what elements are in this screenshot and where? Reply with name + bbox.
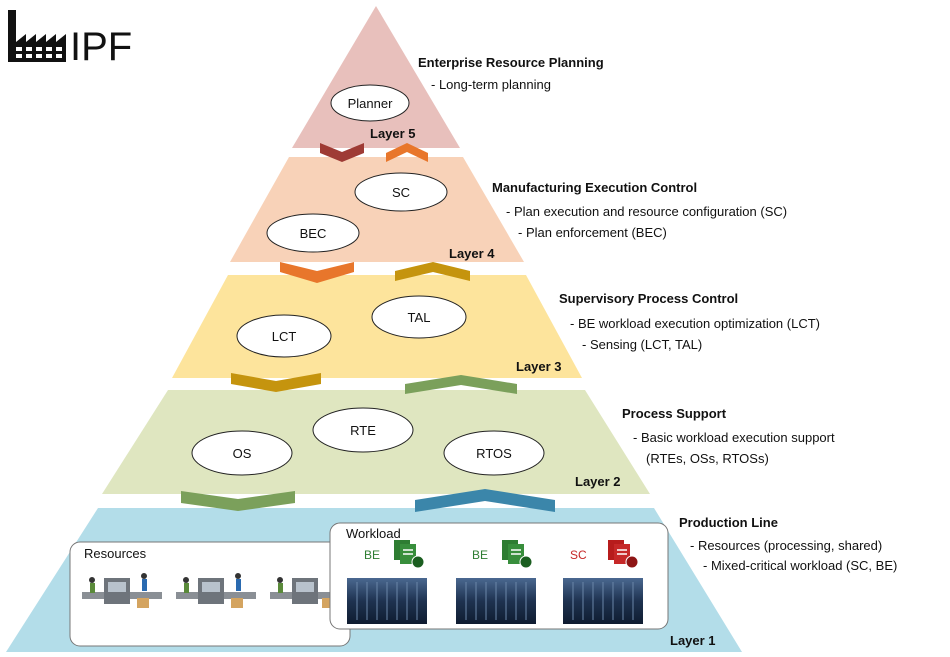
task-documents-icon [608, 540, 639, 569]
workload-tag: SC [570, 548, 587, 562]
svg-text:- BE workload execution optimi: - BE workload execution optimization (LC… [570, 316, 820, 331]
layer2-description: Process Support - Basic workload executi… [622, 406, 835, 466]
node-lct[interactable]: LCT [236, 314, 332, 358]
svg-text:Production Line: Production Line [679, 515, 778, 530]
svg-text:RTE: RTE [350, 423, 376, 438]
svg-text:- Basic workload execution sup: - Basic workload execution support [633, 430, 835, 445]
chevron-up-icon [405, 375, 517, 394]
svg-text:LCT: LCT [272, 329, 297, 344]
svg-text:- Sensing (LCT, TAL): - Sensing (LCT, TAL) [582, 337, 702, 352]
svg-text:Supervisory Process Control: Supervisory Process Control [559, 291, 738, 306]
svg-text:- Plan enforcement (BEC): - Plan enforcement (BEC) [518, 225, 667, 240]
layer2-label: Layer 2 [575, 474, 621, 489]
node-planner[interactable]: Planner [330, 84, 410, 122]
resources-box: Resources [69, 541, 351, 647]
assembly-line-icon [82, 573, 162, 608]
svg-text:(RTEs, OSs, RTOSs): (RTEs, OSs, RTOSs) [646, 451, 769, 466]
shipping-container-icon [456, 578, 536, 624]
svg-text:Resources: Resources [84, 546, 147, 561]
chevron-up-icon [415, 489, 555, 512]
svg-text:- Long-term planning: - Long-term planning [431, 77, 551, 92]
assembly-line-icon [176, 573, 256, 608]
svg-text:Enterprise Resource Planning: Enterprise Resource Planning [418, 55, 604, 70]
svg-text:OS: OS [233, 446, 252, 461]
factory-logo-icon [8, 10, 66, 62]
svg-text:- Resources (processing, share: - Resources (processing, shared) [690, 538, 882, 553]
svg-text:Manufacturing Execution Contro: Manufacturing Execution Control [492, 180, 697, 195]
svg-text:Workload: Workload [346, 526, 401, 541]
svg-text:RTOS: RTOS [476, 446, 512, 461]
task-documents-icon [394, 540, 425, 569]
svg-text:- Plan execution and resource: - Plan execution and resource configurat… [506, 204, 787, 219]
node-sc[interactable]: SC [354, 172, 448, 212]
shipping-container-icon [347, 578, 427, 624]
task-documents-icon [502, 540, 533, 569]
workload-tag: BE [364, 548, 380, 562]
workload-box: Workload BE BE [329, 522, 669, 630]
layer5-tier [292, 6, 460, 148]
chevron-up-icon [395, 262, 470, 281]
chevron-up-icon [386, 143, 428, 162]
layer4-label: Layer 4 [449, 246, 495, 261]
chevron-down-icon [231, 373, 321, 392]
node-rtos[interactable]: RTOS [443, 430, 545, 476]
svg-text:TAL: TAL [408, 310, 431, 325]
svg-text:- Mixed-critical workload (SC,: - Mixed-critical workload (SC, BE) [703, 558, 897, 573]
svg-text:BEC: BEC [300, 226, 327, 241]
assembly-line-icon [270, 577, 340, 608]
logo-text: IPF [70, 25, 132, 69]
node-bec[interactable]: BEC [266, 213, 360, 253]
layer1-description: Production Line - Resources (processing,… [679, 515, 897, 573]
node-os[interactable]: OS [191, 430, 293, 476]
workload-tag: BE [472, 548, 488, 562]
chevron-down-icon [320, 143, 364, 162]
layer3-description: Supervisory Process Control - BE workloa… [559, 291, 820, 352]
layer5-label: Layer 5 [370, 126, 416, 141]
svg-text:Process Support: Process Support [622, 406, 727, 421]
layer4-description: Manufacturing Execution Control - Plan e… [492, 180, 787, 240]
node-tal[interactable]: TAL [371, 295, 467, 339]
layer1-label: Layer 1 [670, 633, 716, 648]
layer5-description: Enterprise Resource Planning - Long-term… [418, 55, 604, 92]
chevron-down-icon [280, 262, 354, 283]
layer3-label: Layer 3 [516, 359, 562, 374]
svg-text:Planner: Planner [348, 96, 393, 111]
node-rte[interactable]: RTE [312, 407, 414, 453]
shipping-container-icon [563, 578, 643, 624]
svg-text:SC: SC [392, 185, 410, 200]
chevron-down-icon [181, 491, 295, 511]
